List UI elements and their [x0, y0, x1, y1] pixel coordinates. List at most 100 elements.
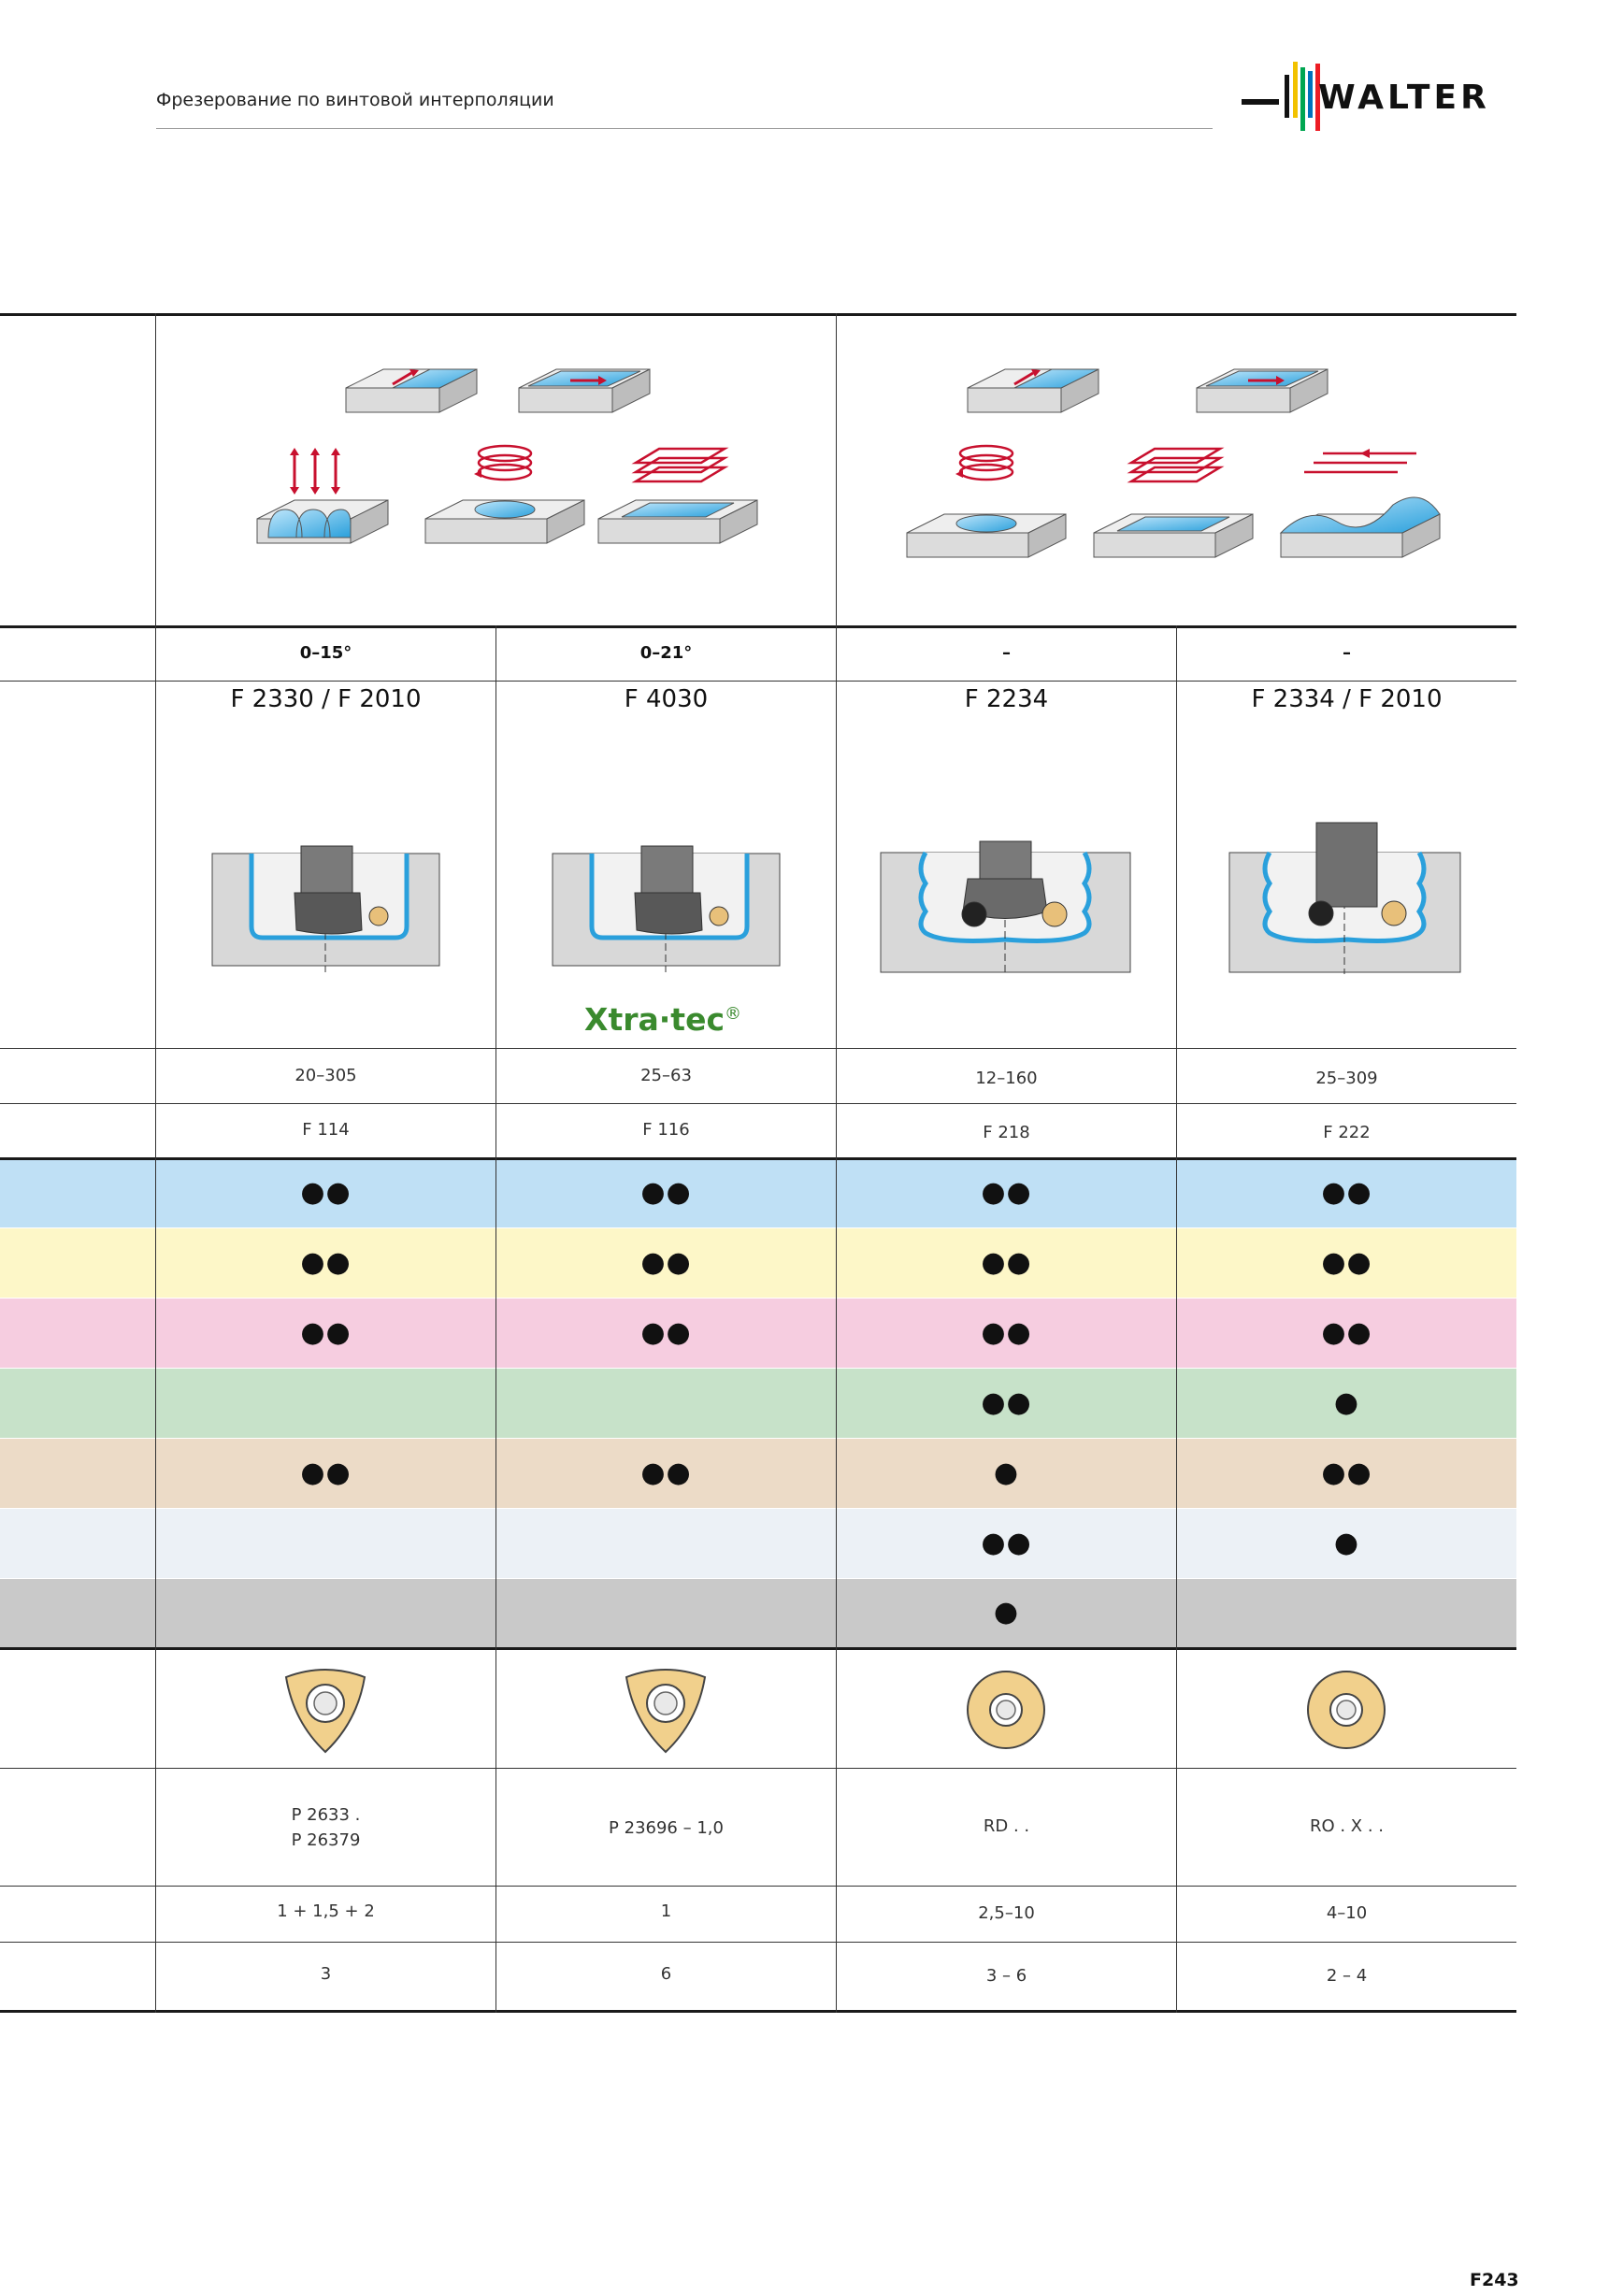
material-mark: ●● — [300, 1316, 352, 1349]
tool-name-4: F 2334 / F 2010 — [1251, 685, 1443, 713]
xtratec-badge: Xtra·tec® — [584, 1001, 741, 1038]
page-ref-cell-4[interactable]: F 222 — [1323, 1123, 1371, 1142]
material-mark: ●● — [640, 1246, 692, 1279]
circular-milling-pictogram — [424, 444, 585, 544]
teeth-cell-3: 3 – 6 — [985, 1966, 1027, 1986]
teeth-cell-2: 6 — [660, 1964, 672, 1984]
rule — [0, 1768, 1516, 1769]
angle-cell-2: 0–21° — [639, 643, 693, 663]
material-mark: ●● — [1321, 1457, 1372, 1489]
diameter-cell-3: 12–160 — [975, 1069, 1038, 1088]
table-bottom-rule — [0, 2010, 1516, 2013]
rule — [0, 1103, 1516, 1104]
plunge-milling-pictogram — [256, 448, 389, 544]
shoulder-milling-pictogram — [967, 368, 1099, 413]
teeth-cell-1: 3 — [320, 1964, 332, 1984]
material-band-7 — [0, 1578, 1516, 1647]
material-mark: ●● — [640, 1457, 692, 1489]
rule — [0, 1508, 1516, 1509]
rule — [1176, 625, 1177, 2013]
material-mark: ●● — [640, 1316, 692, 1349]
page-number: F243 — [1470, 2270, 1519, 2290]
face-milling-pictogram — [518, 368, 651, 413]
material-mark: ●● — [1321, 1246, 1372, 1279]
trigon-insert-icon — [625, 1669, 707, 1754]
rule — [0, 681, 1516, 682]
material-band-2 — [0, 1227, 1516, 1298]
circular-milling-pictogram — [906, 444, 1067, 558]
tool-name-1: F 2330 / F 2010 — [230, 685, 422, 713]
insert-code-line-2: P 26379 — [291, 1830, 361, 1850]
material-band-4 — [0, 1368, 1516, 1438]
material-mark: ●● — [981, 1316, 1032, 1349]
teeth-cell-4: 2 – 4 — [1326, 1966, 1368, 1986]
insert-code-cell-3: RD . . — [983, 1816, 1030, 1836]
walter-logo: WALTER — [1242, 62, 1522, 131]
material-band-3 — [0, 1298, 1516, 1368]
material-band-6 — [0, 1508, 1516, 1578]
angle-cell-3: – — [1002, 643, 1011, 663]
logo-bars-icon — [1242, 62, 1320, 131]
rule — [0, 1578, 1516, 1579]
trigon-insert-icon — [284, 1669, 366, 1754]
material-mark: ● — [993, 1457, 1020, 1489]
page-ref-cell-2[interactable]: F 116 — [642, 1120, 690, 1140]
rule — [0, 1438, 1516, 1439]
depth-cell-2: 1 — [660, 1901, 672, 1921]
depth-cell-4: 4–10 — [1326, 1903, 1368, 1923]
page-header-title: Фрезерование по винтовой интерполяции — [156, 90, 554, 110]
diameter-cell-2: 25–63 — [640, 1066, 692, 1085]
application-pictograms-left — [256, 368, 758, 544]
insert-code-cell-1: P 2633 . P 26379 — [156, 1802, 496, 1853]
rule — [0, 1227, 1516, 1228]
rule — [0, 1368, 1516, 1369]
shoulder-milling-pictogram — [345, 368, 478, 413]
tool-name-3: F 2234 — [964, 685, 1049, 713]
angle-cell-4: – — [1343, 643, 1351, 663]
header-rule — [156, 128, 1213, 129]
table-top-rule — [0, 313, 1516, 316]
depth-cell-3: 2,5–10 — [978, 1903, 1035, 1923]
page-ref-cell-1[interactable]: F 114 — [302, 1120, 350, 1140]
application-pictograms-right — [906, 368, 1441, 558]
diameter-cell-4: 25–309 — [1315, 1069, 1378, 1088]
rule — [0, 1298, 1516, 1299]
material-mark: ●● — [1321, 1316, 1372, 1349]
material-mark: ●● — [300, 1457, 352, 1489]
material-mark: ●● — [981, 1246, 1032, 1279]
xtratec-badge-text: Xtra·tec — [584, 1001, 725, 1038]
insert-code-cell-2: P 23696 – 1,0 — [609, 1818, 724, 1838]
rule — [0, 1048, 1516, 1049]
material-band-5 — [0, 1438, 1516, 1508]
pocket-milling-pictogram — [1093, 447, 1254, 558]
face-milling-pictogram — [1196, 368, 1329, 413]
material-mark: ●● — [640, 1176, 692, 1209]
round-insert-icon — [967, 1671, 1045, 1749]
tool-illustration-3 — [880, 840, 1131, 974]
material-mark: ●● — [981, 1176, 1032, 1209]
material-mark: ●● — [981, 1527, 1032, 1559]
material-band-1 — [0, 1158, 1516, 1227]
material-mark: ● — [1333, 1386, 1360, 1419]
tool-illustration-2 — [552, 845, 781, 972]
tool-illustration-4 — [1228, 822, 1461, 974]
round-insert-icon — [1307, 1671, 1386, 1749]
insert-code-line-1: P 2633 . — [291, 1805, 361, 1825]
diameter-cell-1: 20–305 — [294, 1066, 357, 1085]
material-mark: ●● — [300, 1246, 352, 1279]
material-mark: ● — [1333, 1527, 1360, 1559]
depth-cell-1: 1 + 1,5 + 2 — [277, 1901, 375, 1921]
page-ref-cell-3[interactable]: F 218 — [983, 1123, 1030, 1142]
rule — [0, 1157, 1516, 1160]
tool-illustration-1 — [211, 845, 440, 972]
rule — [0, 1886, 1516, 1887]
material-mark: ●● — [981, 1386, 1032, 1419]
rule — [155, 313, 156, 2013]
xtratec-badge-mark: ® — [725, 1004, 742, 1024]
rule — [0, 625, 1516, 628]
rule — [0, 1647, 1516, 1650]
tool-selection-table: 0–15° 0–21° – – F 2330 / F 2010 F 4030 F… — [0, 313, 1516, 2013]
pocket-milling-pictogram — [597, 447, 758, 544]
copy-milling-pictogram — [1279, 449, 1441, 558]
material-mark: ● — [993, 1596, 1020, 1629]
